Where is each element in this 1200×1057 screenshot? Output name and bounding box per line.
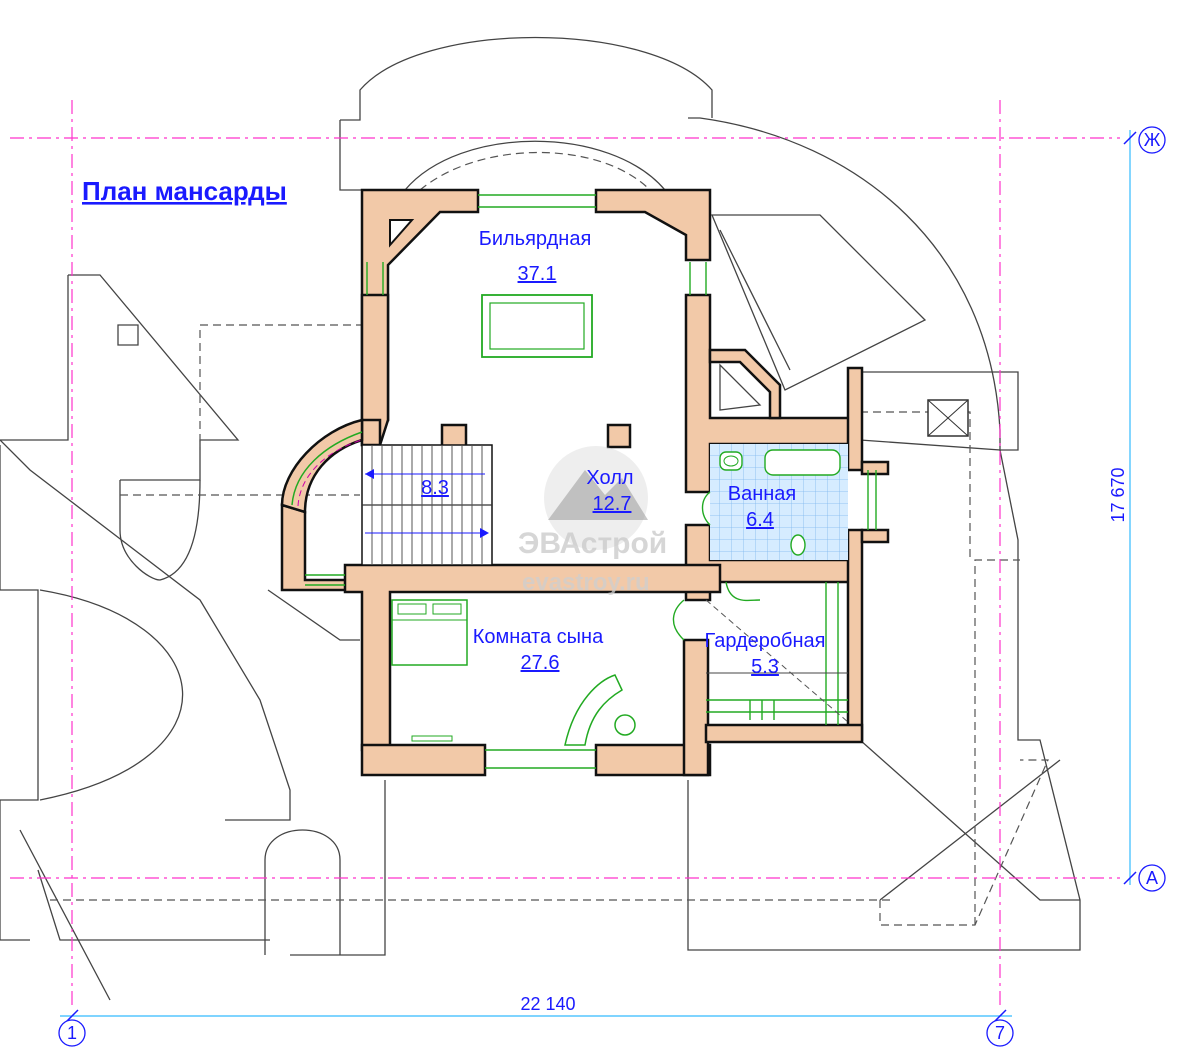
bed	[391, 599, 468, 666]
room-name-billiard: Бильярдная	[479, 228, 592, 250]
watermark-brand: ЭВАстрой	[518, 527, 667, 560]
billiard-table	[481, 294, 593, 358]
axis-markers: 1 7 Ж А	[58, 126, 1166, 1047]
plan-title: План мансарды	[82, 176, 287, 206]
room-area-wardrobe: 5.3	[751, 656, 779, 678]
room-area-bath: 6.4	[746, 509, 774, 531]
room-name-bath: Ванная	[728, 483, 797, 505]
bay-window	[708, 348, 782, 420]
room-area-billiard: 37.1	[518, 263, 557, 285]
watermark-site: evastroy.ru	[522, 569, 650, 596]
room-name-hall: Холл	[586, 467, 633, 489]
room-area-hall: 12.7	[593, 493, 632, 515]
windows	[305, 194, 877, 769]
room-area-stairs: 8.3	[421, 477, 449, 499]
room-name-wardrobe: Гардеробная	[705, 630, 826, 652]
doors	[672, 491, 761, 641]
chimney	[927, 399, 969, 437]
wardrobe-shelves	[705, 599, 849, 723]
room-area-son: 27.6	[521, 652, 560, 674]
axis-label-7: 7	[995, 1023, 1005, 1043]
watermark: ЭВАстрой evastroy.ru	[518, 446, 667, 596]
room-name-son: Комната сына	[473, 626, 604, 648]
axis-label-a: А	[1146, 868, 1158, 888]
axis-label-zh: Ж	[1144, 130, 1161, 150]
roof-outline	[0, 36, 1081, 1001]
dimension-depth: 17 670	[1108, 467, 1128, 522]
dimension-width: 22 140	[520, 994, 575, 1014]
bath-fixtures	[719, 449, 841, 556]
axis-label-1: 1	[67, 1023, 77, 1043]
axis-grid	[10, 100, 1120, 1010]
desk	[411, 674, 636, 746]
curved-window	[280, 418, 364, 514]
staircase	[361, 444, 493, 566]
